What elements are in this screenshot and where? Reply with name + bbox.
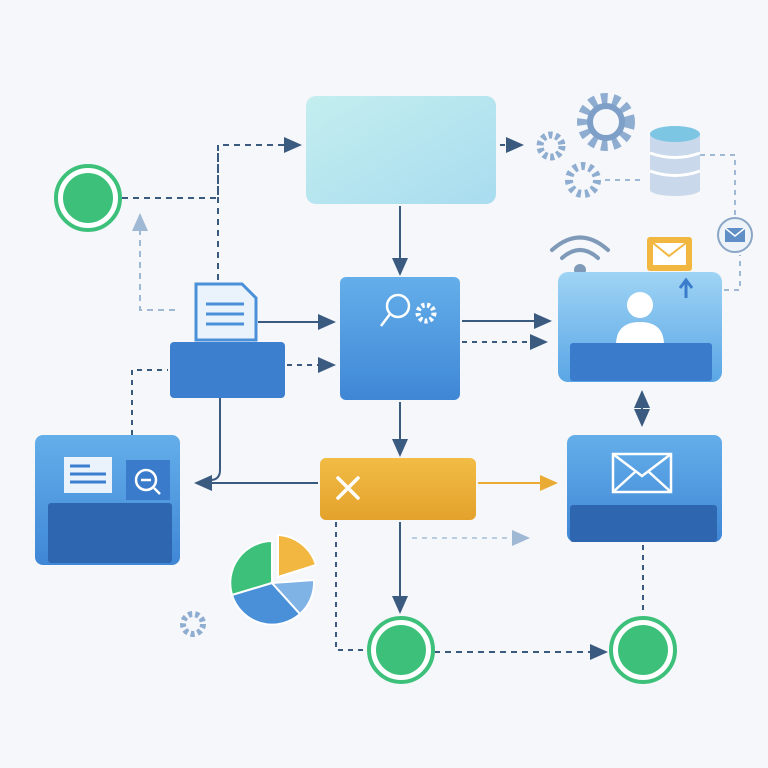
connector-user-side xyxy=(724,255,741,291)
mail-card-bar xyxy=(570,505,717,542)
end-node-icon[interactable] xyxy=(609,616,677,684)
gear-icon xyxy=(536,93,635,198)
connector-start-to-top xyxy=(122,137,302,199)
connector-left-up xyxy=(131,369,168,435)
connectors xyxy=(122,137,741,660)
connector-db-side xyxy=(700,154,736,215)
left-card-bar xyxy=(48,503,172,563)
envelope-icon xyxy=(611,452,673,494)
user-card-bar xyxy=(570,343,712,381)
document-bar[interactable] xyxy=(170,342,285,398)
close-icon xyxy=(336,476,360,500)
search-icon[interactable] xyxy=(126,460,170,500)
upload-arrow-icon xyxy=(678,277,694,298)
center-process-box[interactable] xyxy=(340,277,460,400)
connector-bar-to-left xyxy=(209,398,221,481)
connector-feedback xyxy=(132,213,175,311)
decision-box[interactable] xyxy=(320,458,476,520)
pie-chart-icon xyxy=(229,533,318,626)
envelope-icon xyxy=(647,237,692,271)
end-node-icon[interactable] xyxy=(367,616,435,684)
connector-dashed-loop xyxy=(335,522,368,651)
gear-icon xyxy=(180,611,206,637)
document-icon xyxy=(194,282,258,342)
document-icon xyxy=(64,457,112,493)
start-node-icon[interactable] xyxy=(54,164,122,232)
wifi-icon xyxy=(550,235,610,276)
search-icon xyxy=(380,293,411,327)
database-icon xyxy=(649,126,701,196)
top-process-box[interactable] xyxy=(306,96,496,204)
gear-icon xyxy=(415,302,437,324)
envelope-badge-icon[interactable] xyxy=(717,217,753,253)
user-icon xyxy=(616,292,664,345)
